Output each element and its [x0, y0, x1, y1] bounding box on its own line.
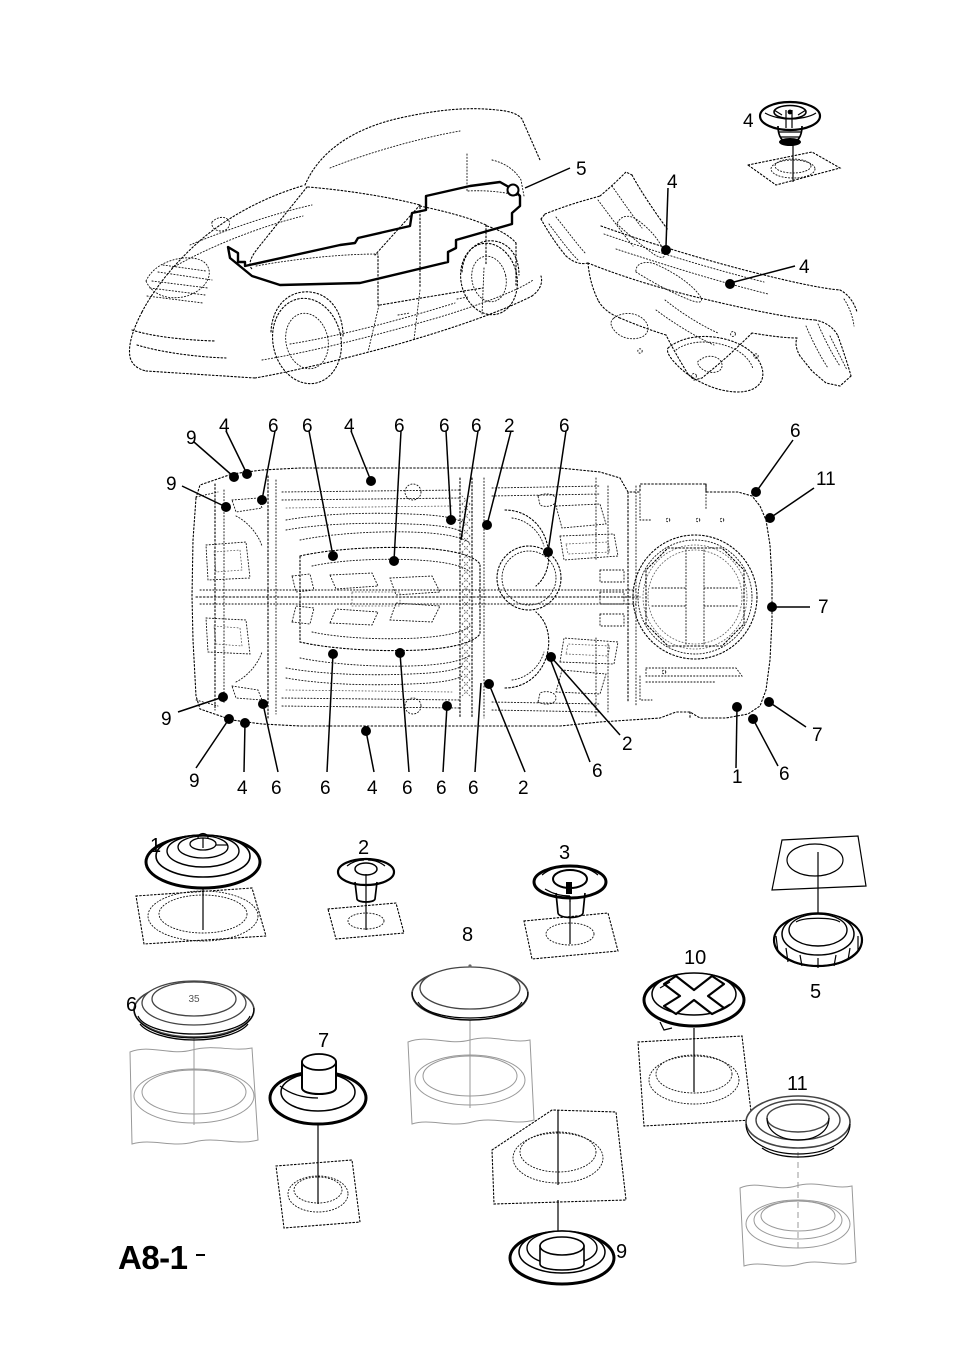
- callout-floorpan-top-3: 6: [268, 416, 279, 437]
- part-11-art: [739, 1095, 857, 1267]
- page-label-tick: [196, 1254, 205, 1256]
- grommet-detail-item-4-art: [746, 100, 842, 186]
- part-1-art: [135, 832, 267, 945]
- callout-floorpan-top-5: 4: [344, 416, 355, 437]
- callout-floorpan-bottom-3: 6: [271, 778, 282, 799]
- callout-bulkhead-4-b: 4: [799, 257, 810, 278]
- part-3-art: [523, 864, 619, 960]
- part-number-1: 1: [150, 835, 162, 857]
- callout-floorpan-bottom-1: 9: [189, 771, 200, 792]
- part-2-art: [327, 857, 405, 940]
- part-number-3: 3: [559, 842, 571, 864]
- callout-floorpan-right-1: 6: [790, 421, 801, 442]
- callout-floorpan-top-7: 6: [439, 416, 450, 437]
- callout-floorpan-bottom-6: 6: [402, 778, 413, 799]
- callout-floorpan-bottom-5: 4: [367, 778, 378, 799]
- floor-pan-leader-lines: [177, 430, 815, 773]
- part-number-9: 9: [616, 1241, 628, 1263]
- callout-detail-4: 4: [743, 111, 754, 132]
- part-number-6: 6: [126, 994, 138, 1016]
- floor-pan-underbody-art: [191, 467, 773, 727]
- callout-floorpan-top-4: 6: [302, 416, 313, 437]
- part-number-7: 7: [318, 1030, 330, 1052]
- part-number-11: 11: [787, 1073, 808, 1095]
- floor-pan-highlight-on-vehicle: [226, 180, 522, 287]
- callout-floorpan-bottom-9: 2: [518, 778, 529, 799]
- callout-floorpan-top-8: 6: [471, 416, 482, 437]
- callout-vehicle-5: 5: [576, 159, 587, 180]
- callout-floorpan-bottom-10: 2: [622, 734, 633, 755]
- page-label: A8-1: [118, 1239, 188, 1276]
- bulkhead-panel-outline: [540, 171, 858, 393]
- callout-floorpan-left-1: 9: [166, 474, 177, 495]
- spare-wheel-well: [627, 485, 758, 707]
- callout-floorpan-right-5: 1: [732, 767, 743, 788]
- callout-floorpan-top-6: 6: [394, 416, 405, 437]
- part-number-2: 2: [358, 837, 370, 859]
- callout-floorpan-bottom-11: 6: [592, 761, 603, 782]
- callout-floorpan-top-10: 6: [559, 416, 570, 437]
- callout-floorpan-top-1: 9: [186, 428, 197, 449]
- part-number-5: 5: [810, 981, 822, 1003]
- part-8-art: [407, 964, 535, 1125]
- callout-floorpan-bottom-7: 6: [436, 778, 447, 799]
- part-10-art: [637, 972, 753, 1127]
- callout-floorpan-right-6: 6: [779, 764, 790, 785]
- part-5-art: [771, 835, 867, 968]
- callout-floorpan-right-2: 11: [816, 469, 836, 490]
- callout-floorpan-bottom-2: 4: [237, 778, 248, 799]
- part-6-emboss: 35: [188, 994, 200, 1005]
- callout-floorpan-right-4: 7: [812, 725, 823, 746]
- callout-floorpan-left-2: 9: [161, 709, 172, 730]
- callout-floorpan-bottom-4: 6: [320, 778, 331, 799]
- part-9-art: [491, 1109, 627, 1286]
- part-number-8: 8: [462, 924, 474, 946]
- callout-floorpan-top-2: 4: [219, 416, 230, 437]
- callout-floorpan-right-3: 7: [818, 597, 829, 618]
- callout-floorpan-bottom-8: 6: [468, 778, 479, 799]
- part-6-art: 35: [129, 980, 259, 1145]
- vehicle-body-outline: [128, 108, 543, 385]
- callout-bulkhead-4-a: 4: [667, 172, 678, 193]
- part-number-10: 10: [684, 947, 707, 969]
- part-7-art: [268, 1053, 368, 1229]
- upper-leader-lines: [524, 167, 796, 289]
- callout-floorpan-top-9: 2: [504, 416, 515, 437]
